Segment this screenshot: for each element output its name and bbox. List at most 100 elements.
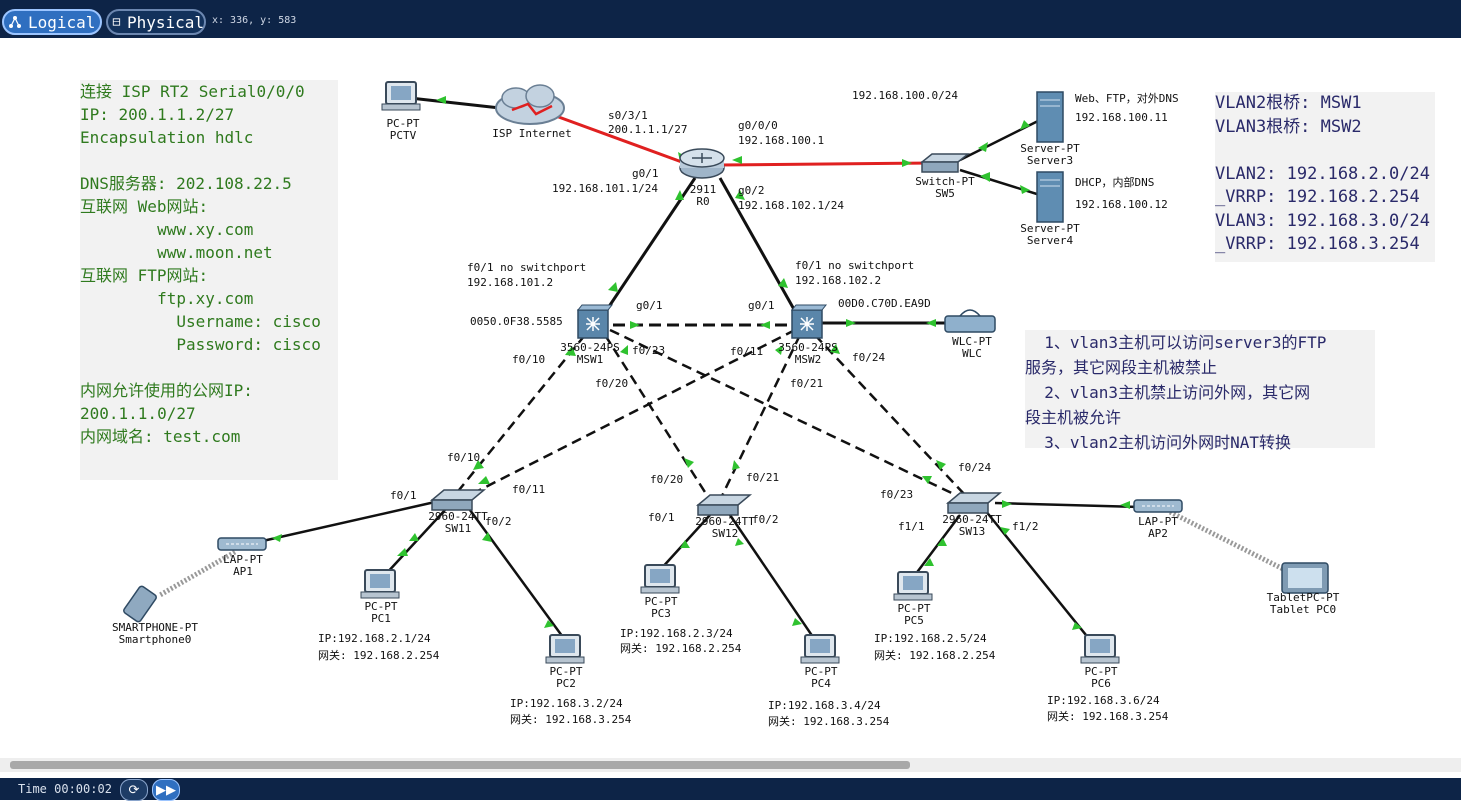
horizontal-scrollbar[interactable]: [0, 758, 1461, 772]
link-sw11-pc2[interactable]: [468, 509, 567, 641]
link-sw11-pc1[interactable]: [384, 509, 446, 576]
link-pctv-isp[interactable]: [409, 96, 501, 110]
device-label-wlc: WLC-PT: [952, 335, 992, 348]
device-isp-cloud[interactable]: [495, 84, 565, 125]
port-up-icon: [565, 346, 576, 356]
device-tablet[interactable]: [1281, 562, 1329, 594]
device-smartphone[interactable]: [123, 585, 158, 623]
label-srv4-ip: 192.168.100.12: [1075, 198, 1168, 211]
device-label-msw1: MSW1: [576, 353, 604, 366]
label-msw2-f011: f0/11: [730, 345, 764, 358]
link-isp-r0-serial[interactable]: [544, 110, 691, 167]
label-msw1-f020: f0/20: [595, 377, 629, 390]
link-msw2-sw13[interactable]: [814, 334, 966, 496]
isp-note-line: Password: cisco: [80, 335, 321, 354]
port-up-icon: [608, 282, 618, 292]
link-msw1-sw13[interactable]: [609, 328, 961, 499]
device-ap1[interactable]: [217, 537, 267, 551]
label-msw1-f01-ip: 192.168.101.2: [467, 276, 554, 289]
label-s031: s0/3/1: [608, 109, 648, 122]
device-label-pc1: PC-PT: [364, 600, 398, 613]
label-msw1-f010: f0/10: [512, 353, 546, 366]
vlan-note-line: _VRRP: 192.168.2.254: [1215, 187, 1420, 207]
tab-logical[interactable]: Logical: [2, 9, 102, 35]
link-sw13-pc6[interactable]: [984, 509, 1091, 641]
device-pc5[interactable]: [893, 571, 933, 601]
tab-physical[interactable]: Physical: [106, 9, 206, 35]
isp-note-line: www.xy.com: [80, 220, 254, 239]
device-sw5[interactable]: [919, 153, 971, 173]
port-up-icon: [482, 532, 492, 542]
label-srv4-desc: DHCP，内部DNS: [1075, 176, 1155, 189]
power-cycle-button[interactable]: ⟳: [120, 779, 148, 801]
port-up-icon: [922, 476, 932, 484]
port-up-icon: [684, 458, 694, 468]
link-msw2-sw11[interactable]: [459, 328, 796, 502]
fast-forward-icon: ▶▶: [156, 782, 176, 798]
device-sw13[interactable]: [945, 492, 1003, 514]
device-label-msw2: 3560-24PS: [778, 341, 838, 354]
port-up-icon: [1002, 500, 1012, 508]
device-r0[interactable]: [679, 148, 725, 179]
wlc-icon: [944, 315, 996, 333]
device-sw12[interactable]: [695, 494, 753, 516]
link-msw1-sw11[interactable]: [454, 334, 586, 496]
label-sw13-f02: f1/2: [1012, 520, 1039, 533]
time-display: Time 00:00:02: [18, 782, 112, 796]
link-r0-sw5[interactable]: [719, 161, 936, 167]
isp-note-line: 互联网 FTP网站:: [80, 266, 209, 285]
link-msw2-sw12[interactable]: [718, 334, 802, 501]
device-msw2[interactable]: [790, 304, 828, 339]
link-r0-msw2[interactable]: [718, 177, 802, 321]
port-up-icon: [1072, 622, 1082, 630]
workspace-toolbar: Logical Physical x: 336, y: 583: [0, 0, 1461, 38]
label-sw11-f010: f0/10: [447, 451, 481, 464]
label-r0-g01: g0/1: [632, 167, 659, 180]
fast-forward-button[interactable]: ▶▶: [152, 779, 180, 801]
port-up-icon: [680, 540, 690, 548]
device-wlc[interactable]: [944, 309, 996, 333]
device-ap2[interactable]: [1133, 499, 1183, 513]
device-pctv[interactable]: [381, 81, 421, 111]
physical-icon: [112, 18, 121, 26]
device-pc6[interactable]: [1080, 634, 1120, 664]
device-pc1[interactable]: [360, 569, 400, 599]
device-label-sw13: 2960-24TT: [942, 513, 1002, 526]
device-pc2[interactable]: [545, 634, 585, 664]
device-label-server3: Server-PT: [1020, 142, 1080, 155]
device-label-pc6: PC6: [1091, 677, 1111, 690]
device-label-msw2: MSW2: [794, 353, 822, 366]
smartphone-icon: [123, 585, 157, 623]
device-label-sw12: 2960-24TT: [695, 515, 755, 528]
acl-note-line: 1、vlan3主机可以访问server3的FTP: [1025, 333, 1327, 352]
device-label-pc3: PC3: [651, 607, 671, 620]
device-label-sw11: 2960-24TT: [428, 510, 488, 523]
device-label-pc1: PC1: [371, 612, 391, 625]
link-sw13-pc5[interactable]: [914, 514, 961, 576]
link-sw12-pc4[interactable]: [728, 514, 817, 641]
device-label-pc4: PC4: [811, 677, 831, 690]
device-label-pc2: PC2: [556, 677, 576, 690]
link-msw1-sw12[interactable]: [603, 334, 712, 501]
scrollbar-thumb[interactable]: [10, 761, 910, 769]
isp-note-line: IP: 200.1.1.2/27: [80, 105, 235, 124]
link-sw13-ap2[interactable]: [994, 501, 1141, 509]
device-sw11[interactable]: [429, 489, 487, 511]
label-pc6-gw: 网关: 192.168.3.254: [1047, 710, 1169, 723]
vlan-note-line: VLAN2根桥: MSW1: [1215, 93, 1362, 113]
link-ap1-phone-wireless: [158, 549, 237, 598]
device-label-phone: SMARTPHONE-PT: [111, 621, 199, 634]
device-server3[interactable]: [1036, 91, 1064, 143]
device-pc3[interactable]: [640, 564, 680, 594]
link-r0-msw1[interactable]: [598, 177, 697, 321]
isp-note-line: Username: cisco: [80, 312, 321, 331]
label-msw1-f01: f0/1 no switchport: [467, 261, 587, 274]
acl-note-line: 段主机被允许: [1025, 408, 1122, 427]
device-pc4[interactable]: [800, 634, 840, 664]
device-msw1[interactable]: [576, 304, 614, 339]
device-server4[interactable]: [1036, 171, 1064, 223]
device-label-sw5: SW5: [935, 187, 955, 200]
